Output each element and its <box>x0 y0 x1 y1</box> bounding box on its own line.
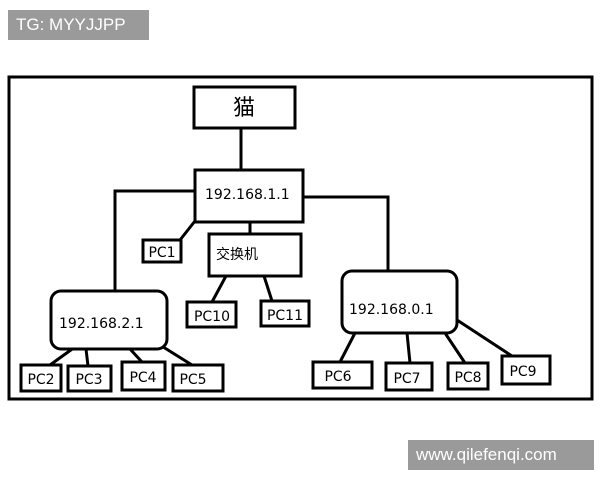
link-left-pc3 <box>84 348 90 367</box>
node-pc11: PC11 <box>259 299 311 328</box>
node-modem-label: 猫 <box>233 96 255 121</box>
connection-lines <box>49 128 513 367</box>
link-right-pc7 <box>405 332 412 364</box>
node-pc8: PC8 <box>446 361 490 391</box>
node-router-right: 192.168.0.1 <box>340 269 459 335</box>
node-pc1: PC1 <box>141 238 183 264</box>
node-router-left-label: 192.168.2.1 <box>59 316 144 332</box>
link-main-right <box>303 195 390 271</box>
node-router-right-label: 192.168.0.1 <box>349 302 434 318</box>
link-right-pc6 <box>338 332 357 363</box>
node-pc2: PC2 <box>19 363 63 393</box>
node-pc9: PC9 <box>500 354 552 386</box>
watermark-top: TG: MYYJJPP <box>8 10 149 40</box>
link-main-left <box>113 189 195 291</box>
link-left-pc4 <box>128 347 144 364</box>
node-pc5-label: PC5 <box>179 372 206 388</box>
watermark-bottom: www.qilefenqi.com <box>408 440 594 470</box>
link-left-pc5 <box>159 343 193 367</box>
node-pc10-label: PC10 <box>194 309 230 325</box>
node-pc4: PC4 <box>120 360 167 392</box>
link-right-pc9 <box>456 318 513 358</box>
node-switch: 交换机 <box>207 232 303 278</box>
node-pc5: PC5 <box>171 363 225 393</box>
node-router-left: 192.168.2.1 <box>49 289 169 351</box>
node-router-main-label: 192.168.1.1 <box>205 187 290 203</box>
node-pc3: PC3 <box>66 364 113 393</box>
node-pc3-label: PC3 <box>75 372 102 388</box>
node-pc1-label: PC1 <box>148 245 175 261</box>
node-pc10: PC10 <box>185 300 238 329</box>
node-pc11-label: PC11 <box>267 308 303 324</box>
node-pc6: PC6 <box>311 360 374 390</box>
node-pc8-label: PC8 <box>454 370 481 386</box>
link-main-pc1 <box>178 220 197 241</box>
node-pc6-label: PC6 <box>324 369 351 385</box>
node-pc7-label: PC7 <box>393 371 420 387</box>
node-switch-label: 交换机 <box>216 246 258 263</box>
node-modem: 猫 <box>192 85 297 130</box>
link-right-pc8 <box>441 329 467 364</box>
node-router-main: 192.168.1.1 <box>193 168 305 224</box>
node-pc4-label: PC4 <box>129 370 156 386</box>
node-pc2-label: PC2 <box>27 372 54 388</box>
node-pc7: PC7 <box>384 361 434 392</box>
link-switch-pc11 <box>262 275 274 302</box>
link-switch-pc10 <box>210 275 228 303</box>
node-pc9-label: PC9 <box>509 364 536 380</box>
